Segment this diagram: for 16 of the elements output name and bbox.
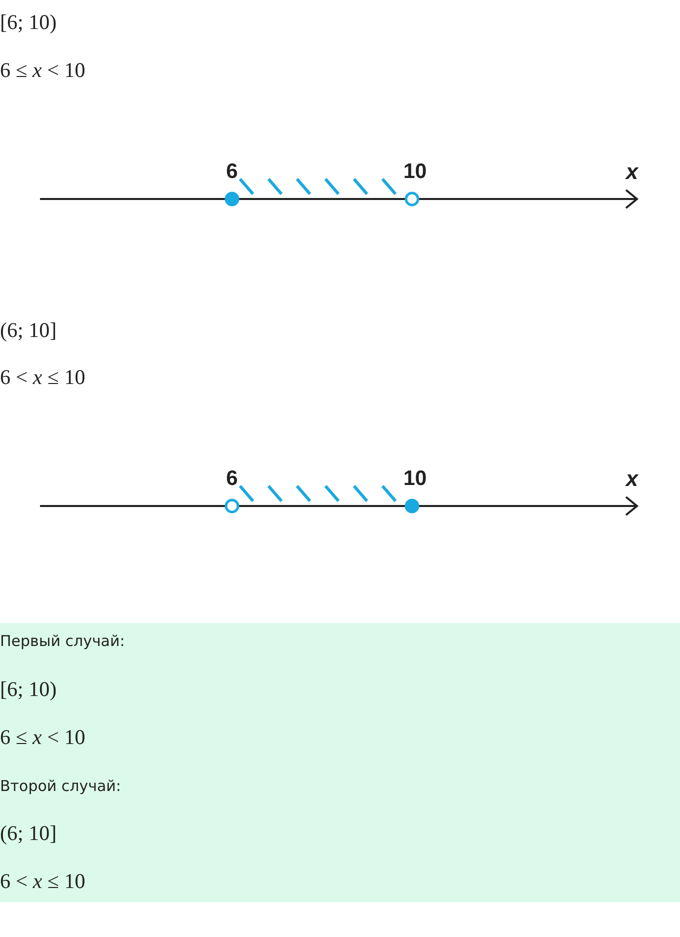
axis-label: x <box>626 161 638 183</box>
interval-notation: [6; 10) <box>0 679 57 700</box>
tick-label: 6 <box>226 468 238 489</box>
interval-notation: [6; 10) <box>0 12 57 33</box>
inequality: 6 < x ≤ 10 <box>0 871 86 892</box>
axis-label: x <box>626 468 638 490</box>
case-heading: Второй случай: <box>0 779 121 794</box>
interval-notation: (6; 10] <box>0 320 57 341</box>
tick-label: 10 <box>403 468 427 489</box>
interval-notation: (6; 10] <box>0 823 57 844</box>
tick-label: 10 <box>403 161 427 182</box>
inequality: 6 ≤ x < 10 <box>0 727 86 748</box>
inequality: 6 < x ≤ 10 <box>0 367 86 388</box>
inequality: 6 ≤ x < 10 <box>0 60 86 81</box>
tick-label: 6 <box>226 161 238 182</box>
case-heading: Первый случай: <box>0 634 125 649</box>
